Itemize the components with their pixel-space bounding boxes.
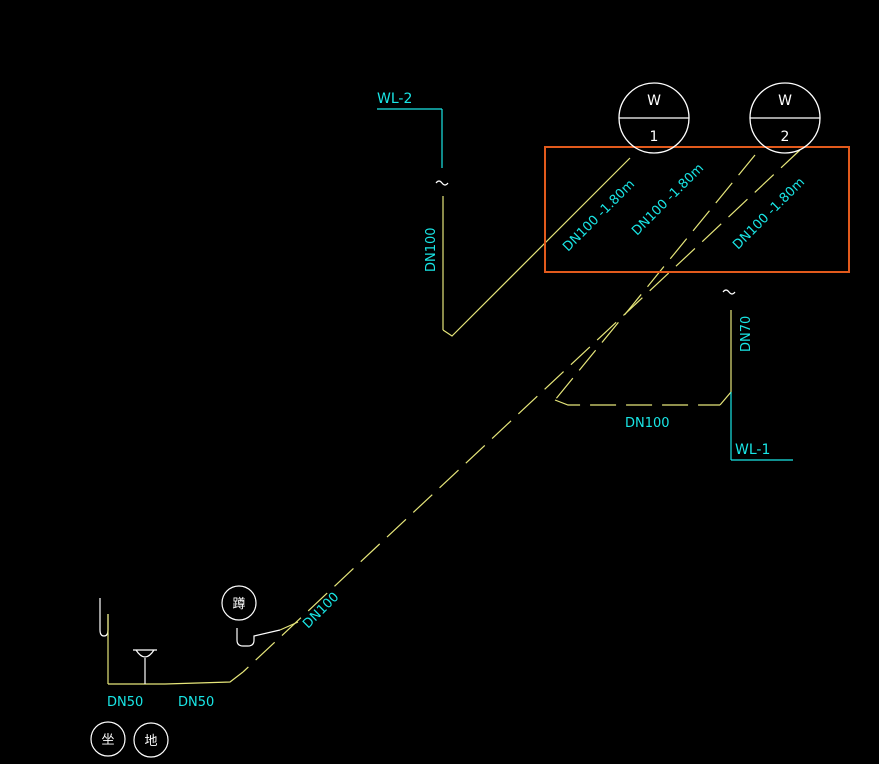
- dn50-left-label: DN50: [107, 695, 143, 710]
- highlight-box: [544, 146, 850, 273]
- diag-label-3: DN100 -1.80m: [730, 175, 808, 253]
- main-diagonal-pipe: [242, 149, 801, 673]
- wl2-label: WL-2: [377, 91, 412, 107]
- squat-toilet-circle: [221, 585, 257, 621]
- bottom-fixture-1: 坐: [90, 721, 126, 757]
- squat-toilet-trap: [236, 628, 281, 647]
- bottom-fixture-2-circle: [133, 722, 169, 758]
- floor-drain-symbol: [133, 649, 157, 658]
- well-1: W 1: [618, 82, 690, 154]
- well-2: W 2: [749, 82, 821, 154]
- dn100-main-diagonal-label: DN100: [300, 590, 342, 632]
- squat-toilet-branch: [279, 621, 299, 631]
- left-fixtures: [99, 598, 165, 685]
- dn100-horizontal-label: DN100: [625, 416, 670, 431]
- well-1-bottom: 1: [650, 129, 659, 145]
- bottom-fixture-2: 地: [133, 722, 169, 758]
- bottom-fixture-1-glyph: 坐: [101, 733, 114, 748]
- wl2-label-group: WL-2: [377, 91, 443, 168]
- squat-toilet-glyph: 蹲: [232, 597, 245, 612]
- wl1-label: WL-1: [735, 442, 770, 458]
- wl1-label-group: WL-1: [730, 392, 793, 461]
- dn50-right-label: DN50: [178, 695, 214, 710]
- dn100-vertical-label: DN100: [424, 227, 439, 272]
- well-2-top: W: [778, 93, 792, 109]
- middle-diagonal-pipe: [554, 154, 756, 401]
- wl1-riser-pipe: [719, 310, 732, 406]
- bottom-fixture-1-circle: [90, 721, 126, 757]
- well-1-top: W: [647, 93, 661, 109]
- dn70-vertical-label: DN70: [739, 316, 754, 352]
- bottom-fixture-2-glyph: 地: [144, 734, 157, 749]
- squat-toilet-fixture: 蹲: [221, 585, 299, 647]
- well-2-bottom: 2: [781, 129, 790, 145]
- break-symbol-right: [722, 289, 736, 295]
- main-bottom-run: [164, 671, 244, 685]
- horizontal-dn100-pipe: [554, 399, 720, 406]
- standpipe-trap: [99, 598, 109, 637]
- break-symbol-left: [435, 180, 449, 186]
- wl2-to-well1-pipe: [442, 157, 631, 337]
